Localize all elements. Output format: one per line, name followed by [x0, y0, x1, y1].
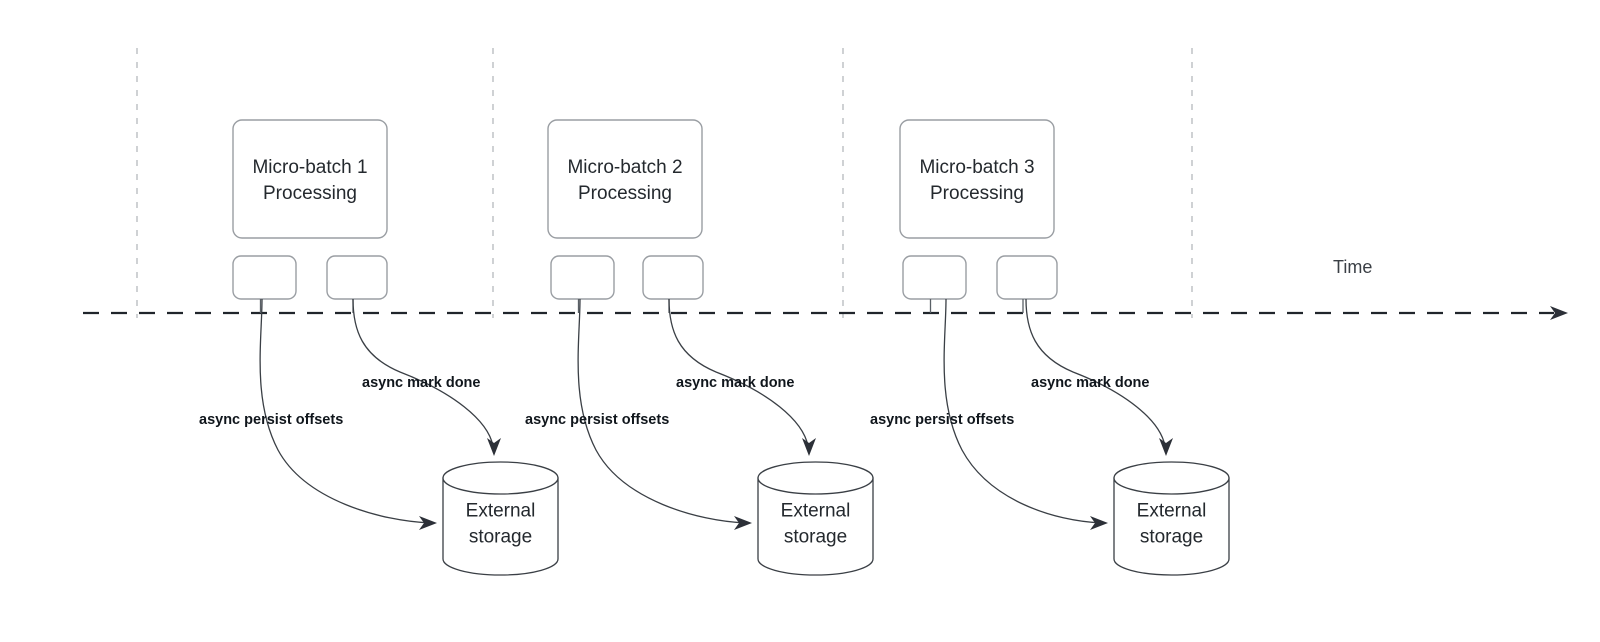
microbatch-box-1-label-line2: Processing — [263, 183, 357, 204]
phase-separator-lines — [136, 48, 1193, 318]
edge-label-persist-3: async persist offsets — [870, 412, 1014, 428]
edge-mark-done-3 — [1025, 298, 1166, 447]
storage-cylinder-top-2 — [757, 461, 874, 495]
edge-label-mark-done-3: async mark done — [1031, 375, 1149, 391]
time-axis-arrowhead — [1550, 306, 1568, 320]
microbatch-box-2-label-line2: Processing — [578, 183, 672, 204]
storage-cylinder-body-3[interactable] — [1113, 477, 1230, 576]
edge-label-persist-2: async persist offsets — [525, 412, 669, 428]
task-box-task-b-3[interactable] — [996, 255, 1058, 300]
edge-persist-3 — [943, 298, 1103, 524]
storage-label-3-line1: External — [1137, 501, 1207, 522]
task-box-task-b-1[interactable] — [326, 255, 388, 300]
storage-cylinder-body-1[interactable] — [442, 477, 559, 576]
task-box-task-a-3[interactable] — [902, 255, 967, 300]
edge-persist-1 — [259, 298, 432, 524]
storage-label-2-line2: storage — [784, 527, 847, 548]
edge-arrowhead-persist-2 — [734, 516, 752, 530]
storage-label-1-line1: External — [466, 501, 536, 522]
storage-label-3-line2: storage — [1140, 527, 1203, 548]
microbatch-box-2-label-line1: Micro-batch 2 — [567, 157, 682, 178]
storage-cylinder-top-1 — [442, 461, 559, 495]
edge-arrowhead-persist-3 — [1090, 516, 1108, 530]
storage-label-1-line2: storage — [469, 527, 532, 548]
storage-label-2-line1: External — [781, 501, 851, 522]
microbatch-box-2[interactable] — [547, 119, 703, 239]
edge-arrowhead-persist-1 — [419, 516, 437, 530]
storage-cylinder-top-3 — [1113, 461, 1230, 495]
storage-cylinder-body-2[interactable] — [757, 477, 874, 576]
edge-mark-done-1 — [352, 298, 494, 447]
time-axis-label: Time — [1333, 257, 1372, 277]
edge-arrowhead-mark-done-3 — [1159, 438, 1173, 456]
edge-label-persist-1: async persist offsets — [199, 412, 343, 428]
edge-label-mark-done-2: async mark done — [676, 375, 794, 391]
edge-persist-2 — [577, 298, 747, 524]
edge-arrowhead-mark-done-1 — [487, 438, 501, 456]
microbatch-box-3-label-line1: Micro-batch 3 — [919, 157, 1034, 178]
edge-label-mark-done-1: async mark done — [362, 375, 480, 391]
task-box-task-a-1[interactable] — [232, 255, 297, 300]
task-box-task-b-2[interactable] — [642, 255, 704, 300]
edge-arrowhead-mark-done-2 — [802, 438, 816, 456]
edge-mark-done-2 — [668, 298, 809, 447]
time-axis — [83, 306, 1568, 320]
microbatch-box-1-label-line1: Micro-batch 1 — [252, 157, 367, 178]
microbatch-box-3-label-line2: Processing — [930, 183, 1024, 204]
microbatch-box-3[interactable] — [899, 119, 1055, 239]
task-box-task-a-2[interactable] — [550, 255, 615, 300]
microbatch-box-1[interactable] — [232, 119, 388, 239]
